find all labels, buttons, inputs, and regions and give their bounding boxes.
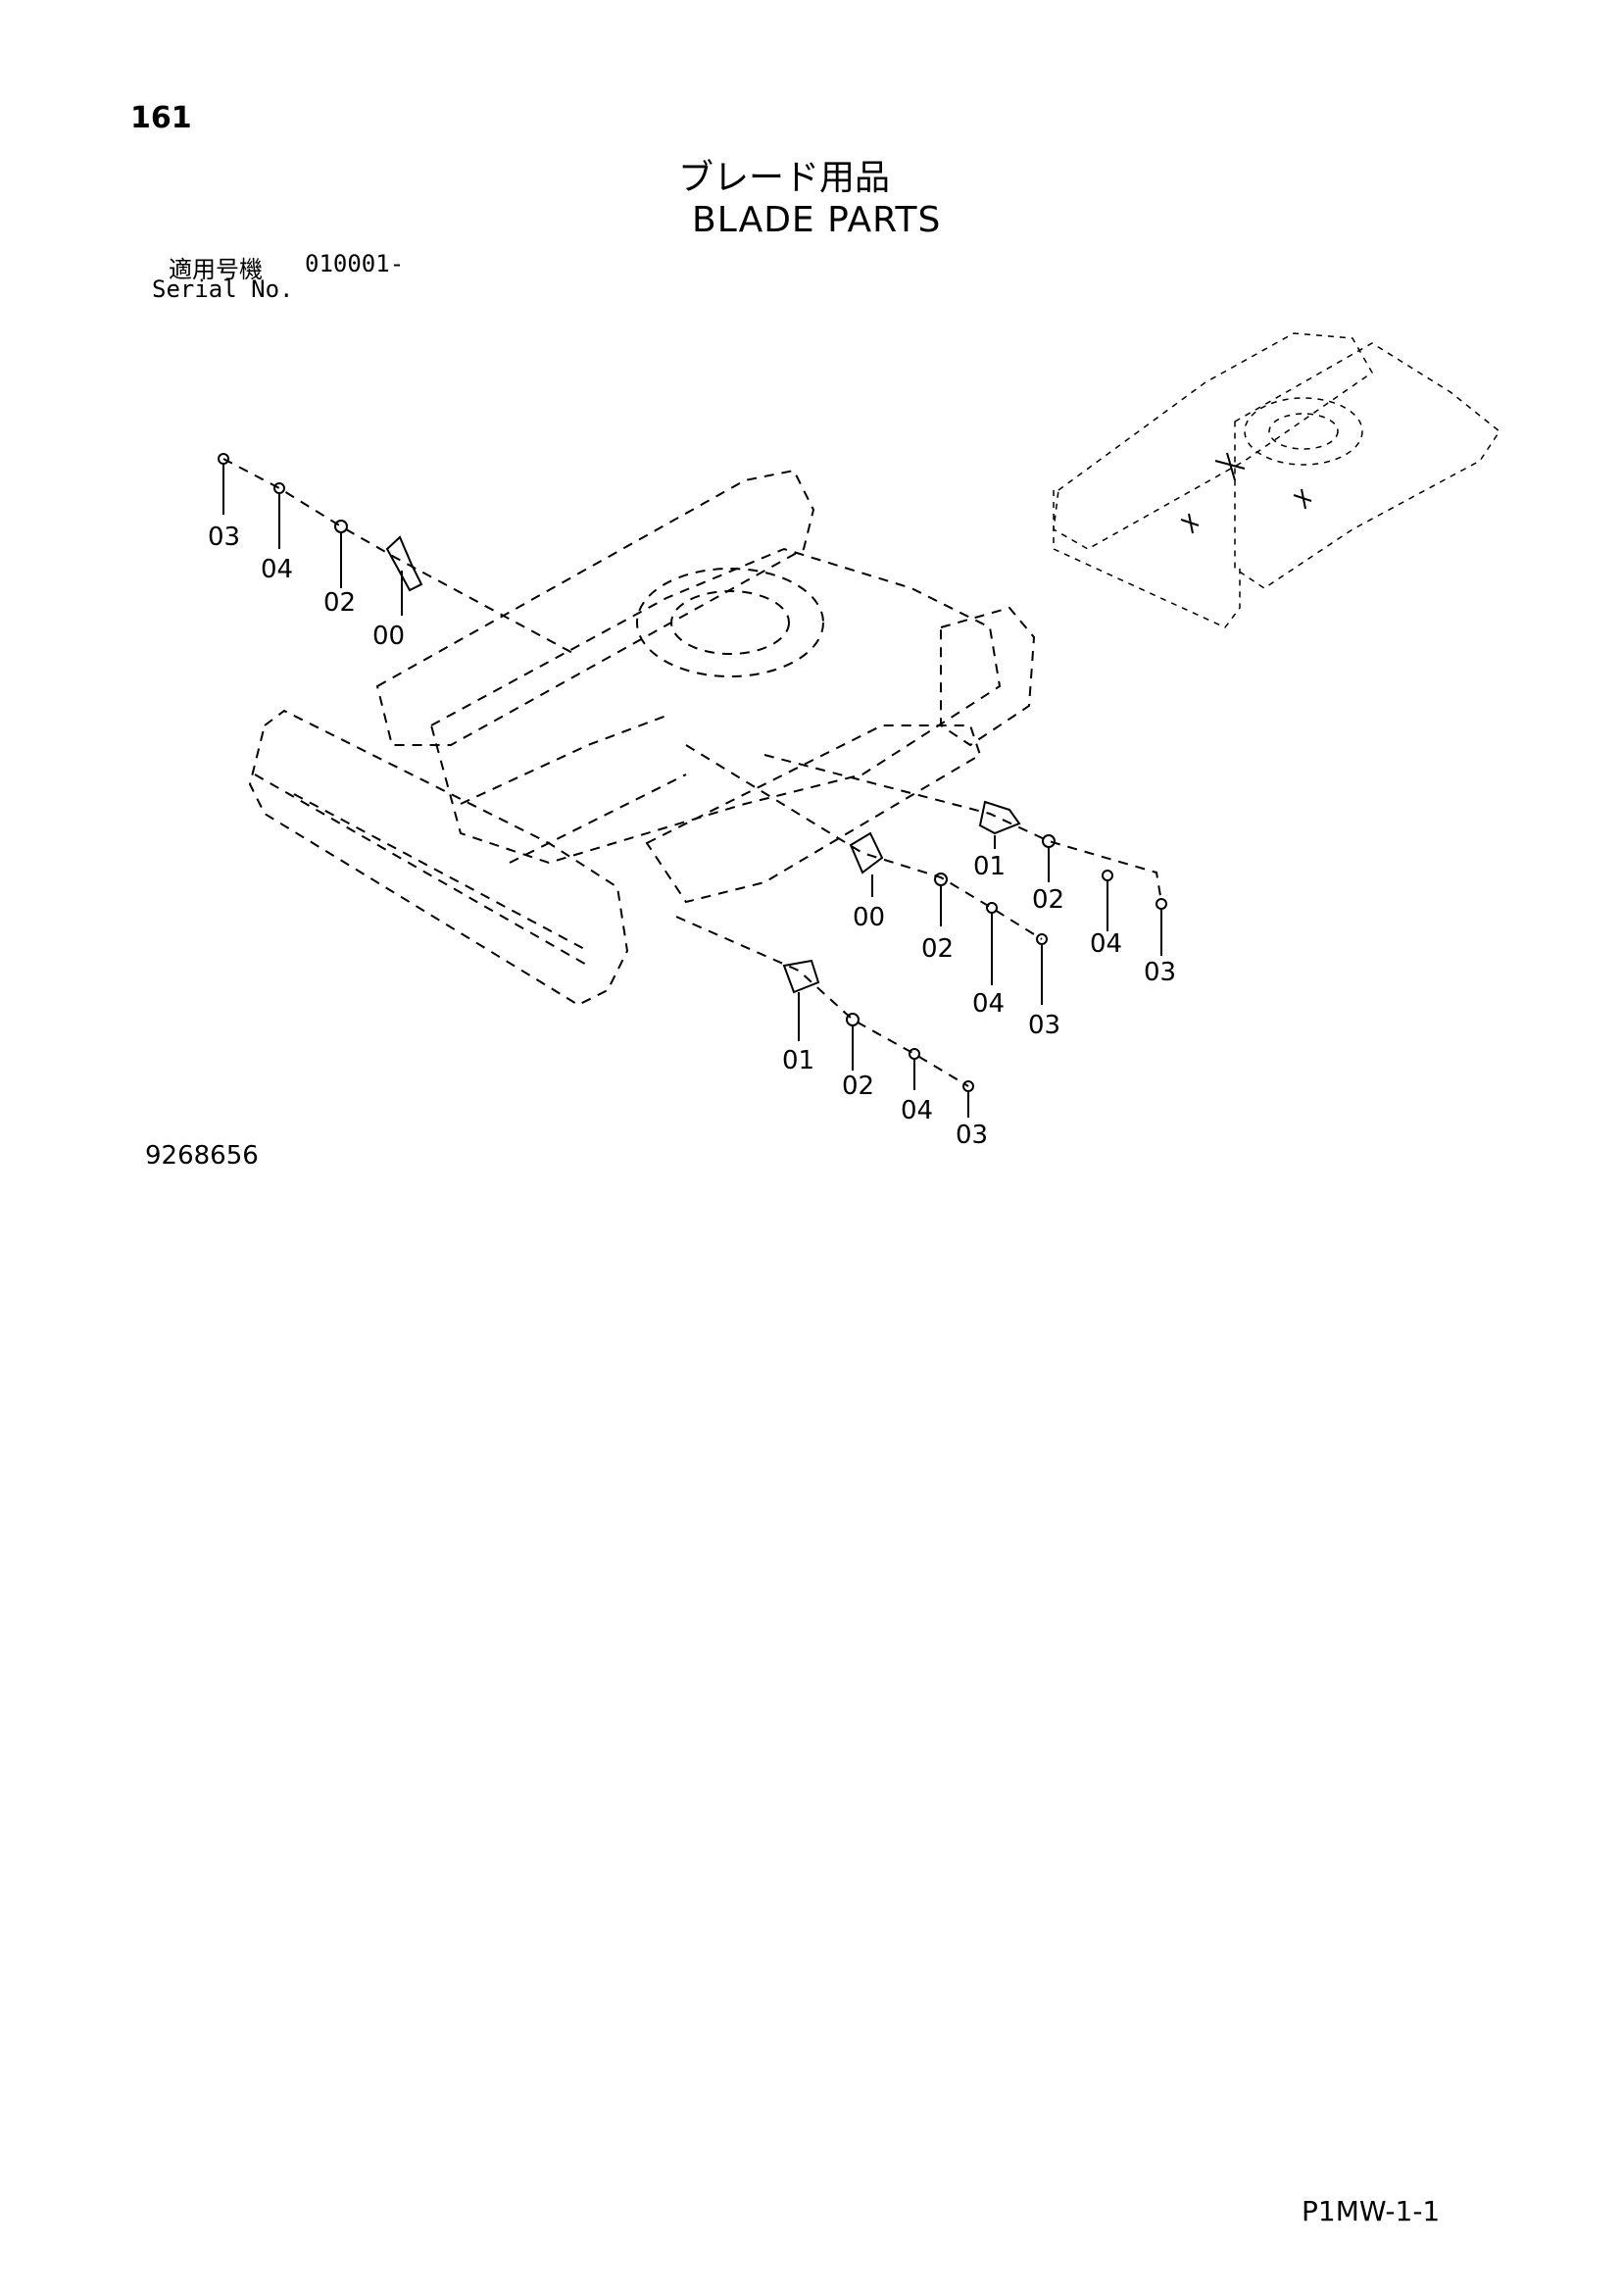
callout-label: 03 [1028, 1011, 1060, 1040]
main-frame-drawing [248, 469, 1036, 1007]
callout-label: 00 [853, 903, 885, 932]
page-title-japanese: ブレード用品 [678, 158, 891, 198]
page-number: 161 [130, 101, 192, 135]
callout-label: 02 [1032, 885, 1064, 915]
callout-label: 02 [921, 934, 954, 964]
parts-group-upper-left [218, 453, 577, 656]
callout-label: 02 [842, 1072, 874, 1101]
page-title-english: BLADE PARTS [692, 200, 942, 240]
inset-overview-drawing [1053, 332, 1501, 628]
callout-label: 01 [782, 1046, 814, 1075]
callout-label: 03 [208, 523, 240, 552]
parts-group-right [763, 754, 1167, 956]
callout-label: 00 [372, 622, 405, 651]
parts-group-lower [675, 916, 974, 1118]
serial-number-value: 010001- [305, 250, 405, 277]
callout-label: 02 [323, 588, 356, 618]
callout-label: 04 [972, 989, 1005, 1019]
callout-label: 01 [973, 852, 1006, 881]
callout-label: 04 [261, 555, 293, 584]
callout-label: 04 [901, 1096, 933, 1125]
serial-label-japanese: 適用号機 [169, 256, 263, 283]
serial-label-english: Serial No. [152, 275, 294, 303]
parts-group-middle [685, 744, 1048, 1005]
callout-label: 03 [1144, 958, 1176, 987]
page-code: P1MW-1-1 [1302, 2195, 1441, 2227]
callout-label: 03 [956, 1121, 988, 1150]
callout-label: 04 [1090, 929, 1122, 959]
drawing-number: 9268656 [145, 1141, 259, 1171]
